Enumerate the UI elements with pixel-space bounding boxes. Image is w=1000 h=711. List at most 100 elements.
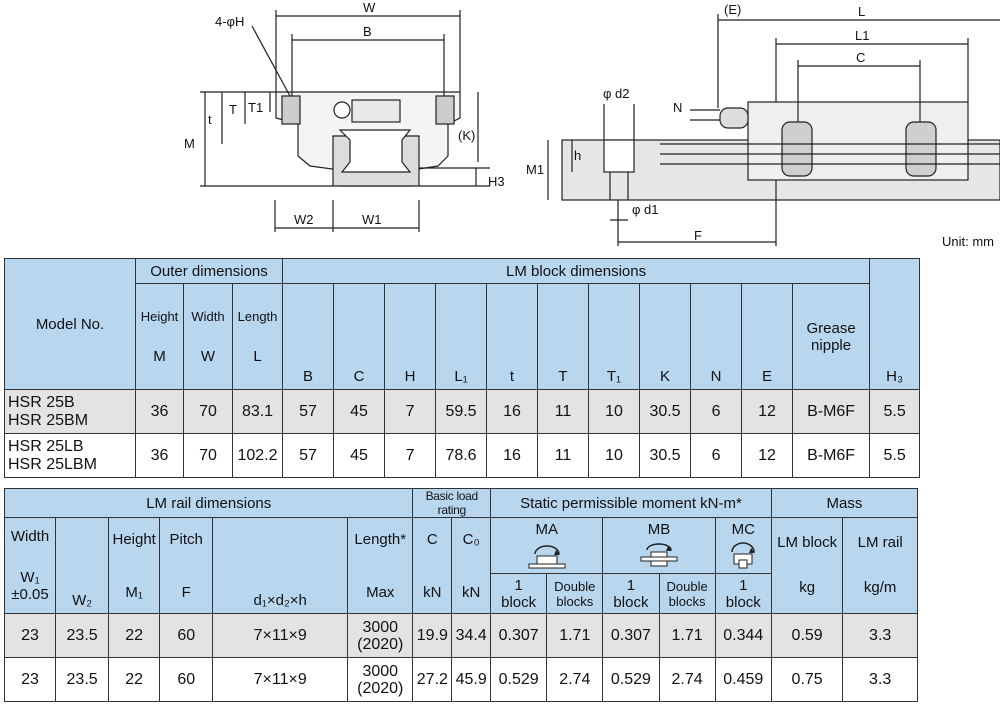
label-d2: φ d2	[603, 86, 630, 101]
cell-T: 11	[537, 389, 590, 434]
rail-dimensions-header: LM rail dimensions	[3, 488, 414, 518]
cell-grease: B-M6F	[792, 433, 871, 478]
cell-H3: 5.5	[869, 389, 921, 434]
cell-rail-mass: 3.3	[842, 613, 918, 658]
cell-L: 83.1	[231, 389, 284, 434]
cell-MA1: 0.529	[490, 657, 548, 702]
cell-t: 16	[486, 433, 539, 478]
cell-W: 70	[183, 433, 233, 478]
col-E: E	[741, 283, 794, 390]
side-view	[547, 14, 1000, 246]
cell-E: 12	[741, 389, 794, 434]
cell-MA2: 1.71	[546, 613, 604, 658]
label-4H: 4-φH	[215, 14, 244, 29]
cell-d: 7×11×9	[212, 613, 349, 658]
cell-M: 36	[135, 433, 184, 478]
label-T: T	[229, 102, 237, 117]
cell-N: 6	[690, 389, 743, 434]
col-B: B	[282, 283, 335, 390]
cell-N: 6	[690, 433, 743, 478]
col-C: C	[333, 283, 386, 390]
label-W: W	[363, 0, 376, 15]
label-F: F	[694, 228, 702, 243]
static-moment-header: Static permissible moment kN-m*	[490, 488, 772, 518]
moment-mc-icon	[731, 542, 756, 569]
cell-F: 60	[159, 613, 214, 658]
cell-B: 57	[282, 433, 335, 478]
front-view-labels: W B 4-φH t T T1 M (K) H3 W2 W1	[184, 0, 505, 227]
cell-MB1: 0.307	[602, 613, 660, 658]
cell-M1: 22	[108, 657, 161, 702]
col-T1: T₁	[588, 283, 641, 390]
col-W2: W₂	[55, 517, 110, 614]
cell-C: 19.9	[412, 613, 453, 658]
cell-W1: 23	[3, 657, 57, 702]
cell-W2: 23.5	[55, 657, 110, 702]
cell-K: 30.5	[639, 433, 692, 478]
lm-rail-table: LM rail dimensions Basic load rating Sta…	[3, 488, 919, 702]
cell-B: 57	[282, 389, 335, 434]
h3-header: H₃	[869, 258, 921, 390]
label-T1: T1	[248, 100, 263, 115]
cell-C0: 45.9	[451, 657, 492, 702]
side-view-labels: (E) L L1 C N φ d2 M1 h φ d1 F	[526, 2, 869, 243]
cell-rail-mass: 3.3	[842, 657, 918, 702]
cell-C0: 34.4	[451, 613, 492, 658]
label-L1: L1	[855, 28, 869, 43]
cell-W1: 23	[3, 613, 57, 658]
cell-grease: B-M6F	[792, 389, 871, 434]
lm-block-dimensions-header: LM block dimensions	[282, 258, 871, 284]
cell-H3: 5.5	[869, 433, 921, 478]
outer-dimensions-header: Outer dimensions	[134, 258, 284, 284]
cell-L: 102.2	[231, 433, 284, 478]
cell-t: 16	[486, 389, 539, 434]
cell-C: 45	[333, 389, 386, 434]
col-MA: MA	[490, 517, 604, 574]
cell-MB2: 1.71	[658, 613, 716, 658]
model-header: Model No.	[4, 258, 136, 390]
cell-H: 7	[384, 433, 437, 478]
basic-load-header: Basic load rating	[412, 488, 492, 518]
label-E: (E)	[724, 2, 741, 17]
cell-MA1: 0.307	[490, 613, 548, 658]
cell-MB1: 0.529	[602, 657, 660, 702]
cell-E: 12	[741, 433, 794, 478]
label-N: N	[673, 100, 682, 115]
col-K: K	[639, 283, 692, 390]
col-T: T	[537, 283, 590, 390]
cell-K: 30.5	[639, 389, 692, 434]
col-length: Length*Max	[347, 517, 414, 614]
front-view	[200, 10, 490, 232]
moment-ma-icon	[528, 545, 566, 569]
cell-C: 27.2	[412, 657, 453, 702]
label-C: C	[856, 50, 865, 65]
label-L: L	[858, 4, 865, 19]
cell-L1: 78.6	[435, 433, 488, 478]
label-M1: M1	[526, 162, 544, 177]
cell-C: 45	[333, 433, 386, 478]
cell-MA2: 2.74	[546, 657, 604, 702]
cell-d: 7×11×9	[212, 657, 349, 702]
col-N: N	[690, 283, 743, 390]
table-row: 23 23.5 22 60 7×11×9 3000(2020) 19.9 34.…	[3, 613, 918, 658]
technical-drawing: W B 4-φH t T T1 M (K) H3 W2 W1	[184, 0, 1000, 246]
moment-mb-icon	[640, 543, 678, 567]
